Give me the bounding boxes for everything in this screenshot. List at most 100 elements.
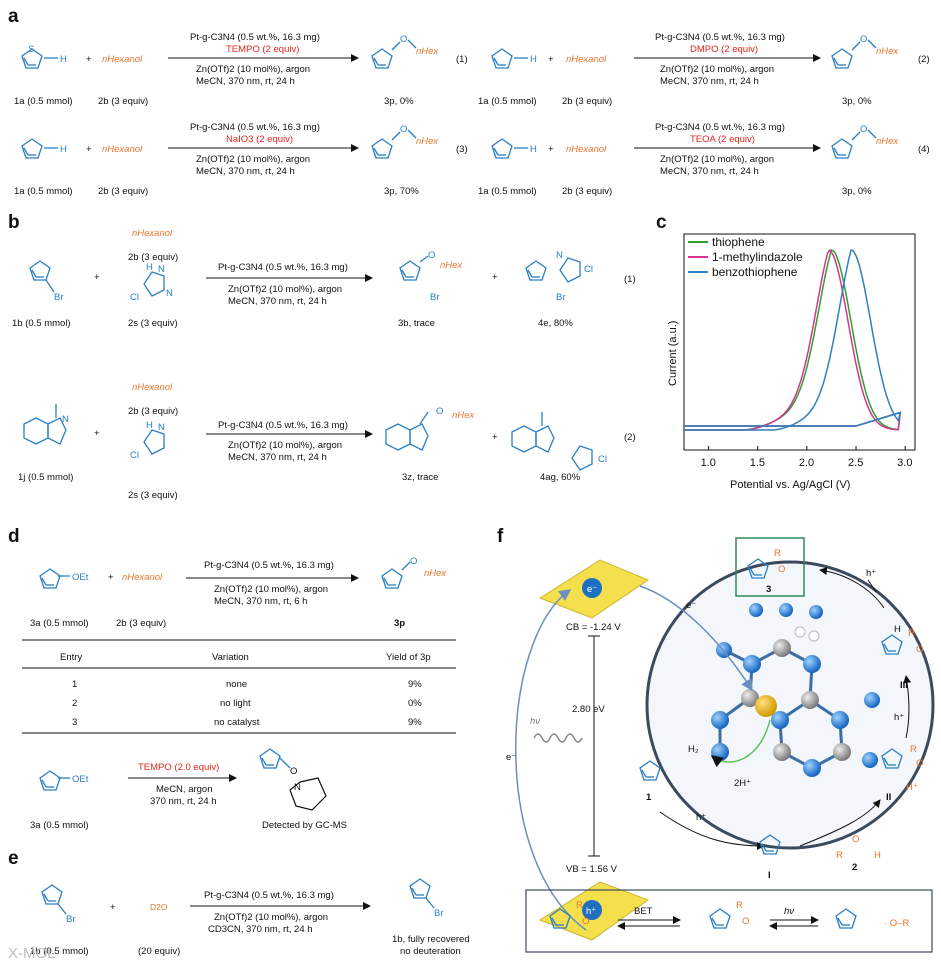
svg-text:9%: 9% bbox=[408, 679, 422, 690]
svg-text:O: O bbox=[428, 250, 435, 261]
substrate-label: 3a (0.5 mmol) bbox=[30, 618, 89, 629]
svg-text:+: + bbox=[86, 144, 92, 155]
product-label: 3p, 0% bbox=[842, 96, 872, 107]
electron-ball bbox=[582, 578, 602, 598]
svg-text:0%: 0% bbox=[408, 698, 422, 709]
tempo-condition-2: MeCN, argon bbox=[156, 784, 213, 795]
plot-frame bbox=[683, 233, 916, 451]
atom-H: H bbox=[60, 54, 67, 65]
condition-1: Pt-g-C3N4 (0.5 wt.%, 16.3 mg) bbox=[218, 262, 348, 273]
svg-text:O: O bbox=[778, 564, 785, 575]
product-label: 3p, 0% bbox=[384, 96, 414, 107]
table-row: 3 no catalyst 9% bbox=[72, 717, 422, 728]
condition-1: Pt-g-C3N4 (0.5 wt.%, 16.3 mg) bbox=[190, 122, 320, 133]
substrate-label: 1a (0.5 mmol) bbox=[14, 186, 73, 197]
cv-curves bbox=[684, 248, 902, 431]
reagent: nHexanol bbox=[122, 572, 163, 583]
mechanism-circle bbox=[645, 560, 935, 850]
table-row: 1 none 9% bbox=[72, 679, 422, 690]
pt-atom bbox=[755, 695, 777, 717]
substrate-label: 1b (0.5 mmol) bbox=[30, 946, 89, 957]
species-II-label: II bbox=[886, 792, 891, 803]
tempo-additive: TEMPO (2.0 equiv) bbox=[138, 762, 219, 773]
atom-S: S bbox=[28, 44, 34, 55]
svg-text:e⁻: e⁻ bbox=[587, 584, 597, 595]
reagent-equiv: 2b (3 equiv) bbox=[128, 252, 178, 263]
x-axis-label: Potential vs. Ag/AgCl (V) bbox=[730, 479, 850, 491]
svg-text:R: R bbox=[908, 628, 915, 639]
svg-text:nHex: nHex bbox=[876, 136, 899, 147]
h2-label: H₂ bbox=[688, 744, 699, 755]
panel-label-f: f bbox=[497, 526, 504, 547]
cycle-arrow-3 bbox=[903, 675, 912, 739]
product-label: 3p, 0% bbox=[842, 186, 872, 197]
eq-number: (3) bbox=[456, 144, 468, 155]
svg-text:H: H bbox=[874, 850, 881, 861]
reaction-a4: H + nHexanol 1a (0.5 mmol) 2b (3 equiv) … bbox=[478, 122, 930, 197]
panel-label-a: a bbox=[8, 6, 19, 27]
e-minus-label-left: e⁻ bbox=[506, 752, 516, 763]
svg-text:R: R bbox=[774, 548, 781, 559]
svg-text:+: + bbox=[492, 272, 498, 283]
reagent-equiv: 2b (3 equiv) bbox=[116, 618, 166, 629]
svg-text:Br: Br bbox=[54, 292, 64, 303]
eq-number: (2) bbox=[624, 432, 636, 443]
svg-text:R: R bbox=[910, 744, 917, 755]
condition-2: Zn(OTf)2 (10 mol%), argon bbox=[228, 284, 342, 295]
nhex: nHex bbox=[416, 46, 439, 57]
hv-label: hν bbox=[530, 716, 540, 727]
svg-text:none: none bbox=[226, 679, 247, 690]
product1-label: 3b, trace bbox=[398, 318, 435, 329]
hv-label-bet: hν bbox=[784, 906, 794, 917]
panel-label-e: e bbox=[8, 848, 19, 869]
reagent: D2O bbox=[150, 902, 168, 912]
band-gap-label: 2.80 eV bbox=[572, 704, 605, 715]
additive: NaIO3 (2 equiv) bbox=[226, 134, 293, 145]
svg-text:nHex: nHex bbox=[876, 46, 899, 57]
species-2-label: 2 bbox=[852, 862, 857, 873]
reagent: nHexanol bbox=[566, 54, 607, 65]
svg-text:O: O bbox=[852, 834, 859, 845]
condition-3: MeCN, 370 nm, rt, 24 h bbox=[196, 166, 295, 177]
svg-text:9%: 9% bbox=[408, 717, 422, 728]
svg-text:+: + bbox=[548, 54, 554, 65]
reagent2-equiv: 2s (3 equiv) bbox=[128, 490, 178, 501]
svg-text:Br: Br bbox=[66, 914, 76, 925]
condition-2: Zn(OTf)2 (10 mol%), argon bbox=[214, 584, 328, 595]
svg-text:+: + bbox=[108, 572, 114, 583]
reagent: nHexanol bbox=[132, 382, 173, 393]
condition-1: Pt-g-C3N4 (0.5 wt.%, 16.3 mg) bbox=[204, 560, 334, 571]
cycle-arrow-4 bbox=[819, 567, 885, 609]
svg-text:R: R bbox=[576, 900, 583, 911]
plus-sign: + bbox=[86, 54, 92, 65]
species-1-label: 1 bbox=[646, 792, 652, 803]
condition-2: Zn(OTf)2 (10 mol%), argon bbox=[196, 64, 310, 75]
additive: TEOA (2 equiv) bbox=[690, 134, 755, 145]
bet-box bbox=[525, 889, 933, 953]
condition-1: Pt-g-C3N4 (0.5 wt.%, 16.3 mg) bbox=[655, 122, 785, 133]
condition-1: Pt-g-C3N4 (0.5 wt.%, 16.3 mg) bbox=[655, 32, 785, 43]
svg-text:Br: Br bbox=[430, 292, 440, 303]
substrate-label: 1b (0.5 mmol) bbox=[12, 318, 71, 329]
svg-text:Br: Br bbox=[434, 908, 444, 919]
legend-label: benzothiophene bbox=[712, 265, 798, 279]
svg-text:H⁺: H⁺ bbox=[906, 782, 918, 793]
eq-number: (1) bbox=[456, 54, 468, 65]
x-tick-label: 1.5 bbox=[750, 457, 765, 469]
condition-2: Zn(OTf)2 (10 mol%), argon bbox=[214, 912, 328, 923]
x-tick-label: 3.0 bbox=[897, 457, 912, 469]
hole-ball bbox=[582, 900, 602, 920]
svg-text:O: O bbox=[742, 916, 749, 927]
legend-label: thiophene bbox=[712, 235, 765, 249]
svg-text:N: N bbox=[556, 250, 563, 261]
svg-text:nHex: nHex bbox=[416, 136, 439, 147]
substrate-label: 1j (0.5 mmol) bbox=[18, 472, 73, 483]
h-plus-label-cycle: h⁺ bbox=[696, 812, 706, 823]
product2-label: 4e, 80% bbox=[538, 318, 573, 329]
reagent-equiv: 2b (3 equiv) bbox=[562, 186, 612, 197]
svg-text:H: H bbox=[530, 54, 537, 65]
product-3-label: 3 bbox=[766, 584, 771, 595]
e-minus-label-top: e⁻ bbox=[686, 600, 696, 611]
table-header-variation: Variation bbox=[212, 652, 249, 663]
